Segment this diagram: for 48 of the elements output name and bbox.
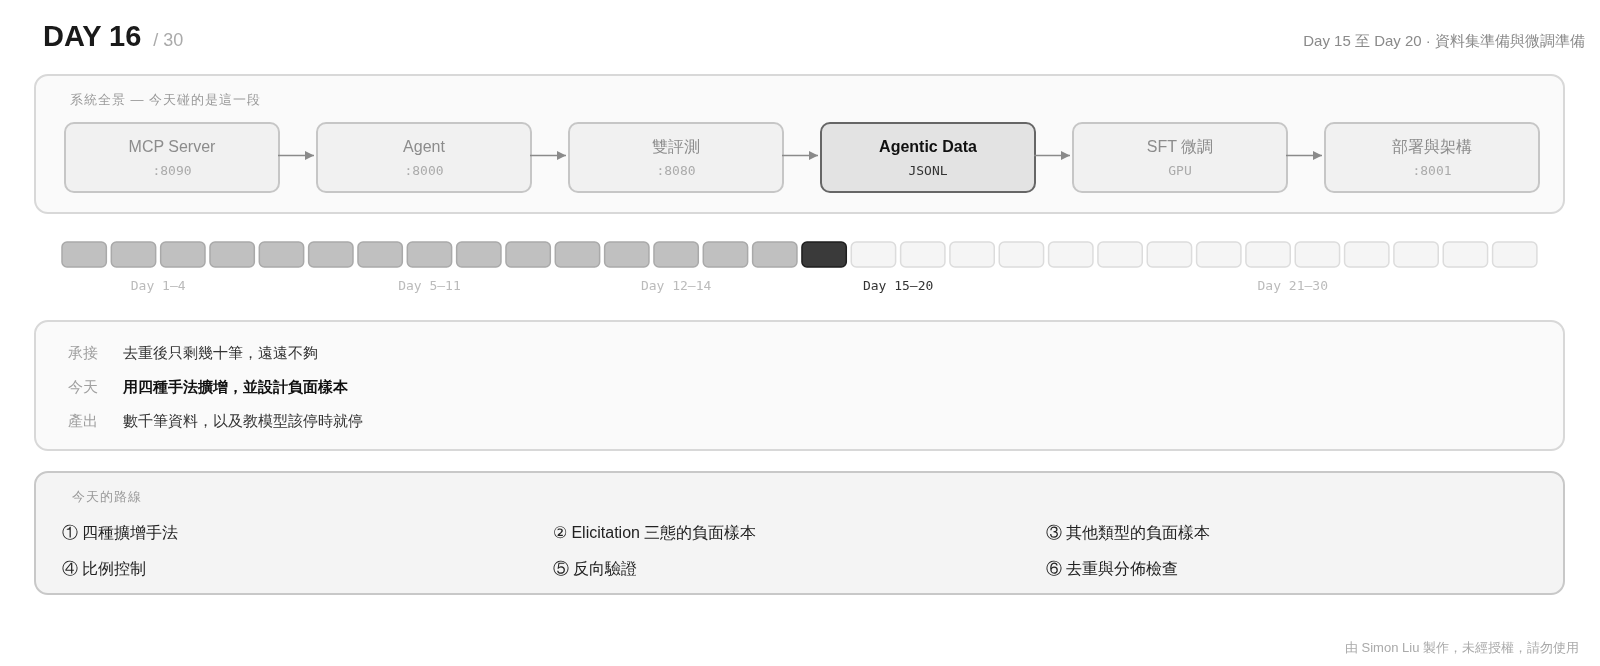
stage-box [316, 122, 532, 193]
system-overview-panel [34, 74, 1565, 214]
stage-box [568, 122, 784, 193]
row-label: 產出 [68, 412, 98, 429]
series-subtitle: Day 15 至 Day 20 · 資料集準備與微調準備 [1303, 32, 1585, 49]
stage-subtitle: :8090 [152, 162, 192, 179]
stage-title: 部署與架構 [1392, 136, 1472, 157]
page-title: DAY 16 [43, 19, 142, 54]
row-label: 今天 [68, 378, 98, 395]
route-panel [34, 471, 1565, 595]
stage-title: SFT 微調 [1146, 136, 1214, 157]
panel-heading: 今天的路線 [72, 489, 142, 504]
stage-title: 雙評測 [652, 136, 700, 157]
phase-label: Day 12–14 [640, 278, 712, 293]
route-item: ② Elicitation 三態的負面樣本 [553, 524, 757, 541]
stage-box-highlighted [820, 122, 1036, 193]
arrow [529, 151, 567, 160]
stage-box [1072, 122, 1288, 193]
stage-box [1324, 122, 1540, 193]
arrow [1285, 151, 1323, 160]
route-item: ⑥ 去重與分佈檢查 [1046, 560, 1179, 577]
row-text: 數千筆資料，以及教模型該停時就停 [123, 411, 363, 431]
stage-subtitle: GPU [1168, 162, 1192, 179]
stage-title: Agent [403, 136, 445, 157]
phase-label: Day 15–20 [862, 278, 934, 293]
stage-subtitle: :8000 [404, 162, 444, 179]
phase-label: Day 21–30 [1257, 278, 1328, 293]
credit-note: 由 Simon Liu 製作，未經授權，請勿使用 [1344, 640, 1579, 655]
route-item: ③ 其他類型的負面樣本 [1046, 524, 1211, 541]
stage-subtitle: :8001 [1412, 162, 1452, 179]
arrow [1033, 151, 1071, 160]
stage-subtitle: JSONL [908, 162, 948, 179]
row-text: 用四種手法擴增，並設計負面樣本 [123, 377, 348, 397]
phase-label: Day 1–4 [130, 278, 186, 293]
day-total: / 30 [153, 29, 184, 52]
stage-title: Agentic Data [879, 136, 977, 157]
row-text: 去重後只剩幾十筆，遠遠不夠 [123, 343, 318, 363]
route-item: ① 四種擴增手法 [62, 524, 179, 541]
stage-box [64, 122, 280, 193]
route-item: ⑤ 反向驗證 [553, 560, 638, 577]
arrow [277, 151, 315, 160]
phase-label: Day 5–11 [398, 278, 461, 293]
arrow [781, 151, 819, 160]
row-label: 承接 [68, 344, 98, 361]
summary-panel [34, 320, 1565, 451]
stage-subtitle: :8080 [656, 162, 696, 179]
route-item: ④ 比例控制 [62, 560, 147, 577]
stage-title: MCP Server [128, 136, 216, 157]
